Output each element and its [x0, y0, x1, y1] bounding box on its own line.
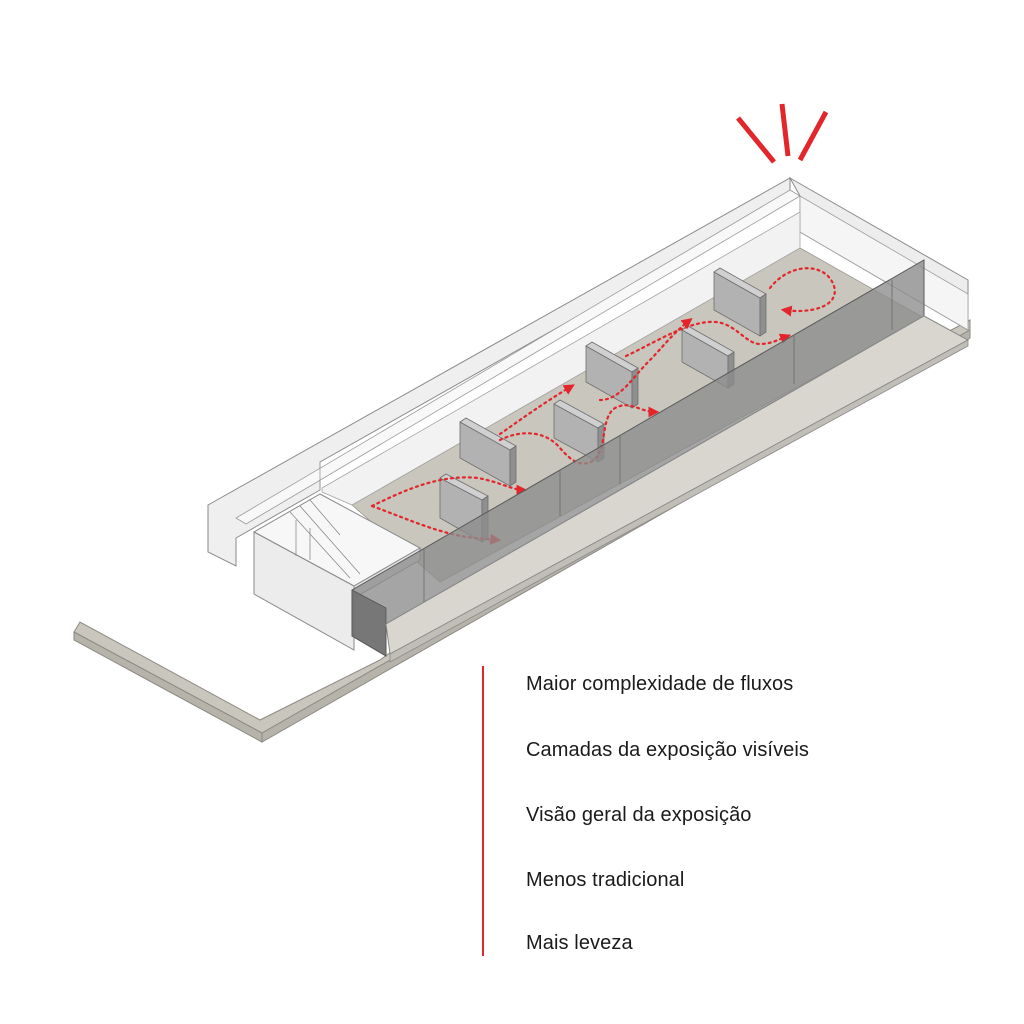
legend-item-less-traditional: Menos tradicional — [526, 869, 685, 891]
back-wall-inner-face — [321, 211, 801, 506]
legend-divider — [482, 666, 484, 956]
flow-path-s-curve — [498, 404, 660, 465]
flow-path-end-loop — [768, 267, 836, 317]
flow-path-to-panel-3 — [498, 384, 575, 436]
legend-item-lightness: Mais leveza — [526, 932, 633, 954]
front-sill — [385, 315, 970, 663]
flow-path-mid-loop — [598, 317, 693, 402]
panel-6 — [713, 267, 767, 337]
attention-marks-icon — [736, 103, 829, 164]
legend-item-overview: Visão geral da exposição — [526, 804, 752, 826]
flow-path-entrance-up — [370, 476, 528, 508]
panel-4 — [585, 341, 639, 409]
legend-item-complexity: Maior complexidade de fluxos — [526, 673, 794, 695]
legend-item-layers: Camadas da exposição visíveis — [526, 739, 810, 761]
panel-2 — [459, 417, 517, 487]
